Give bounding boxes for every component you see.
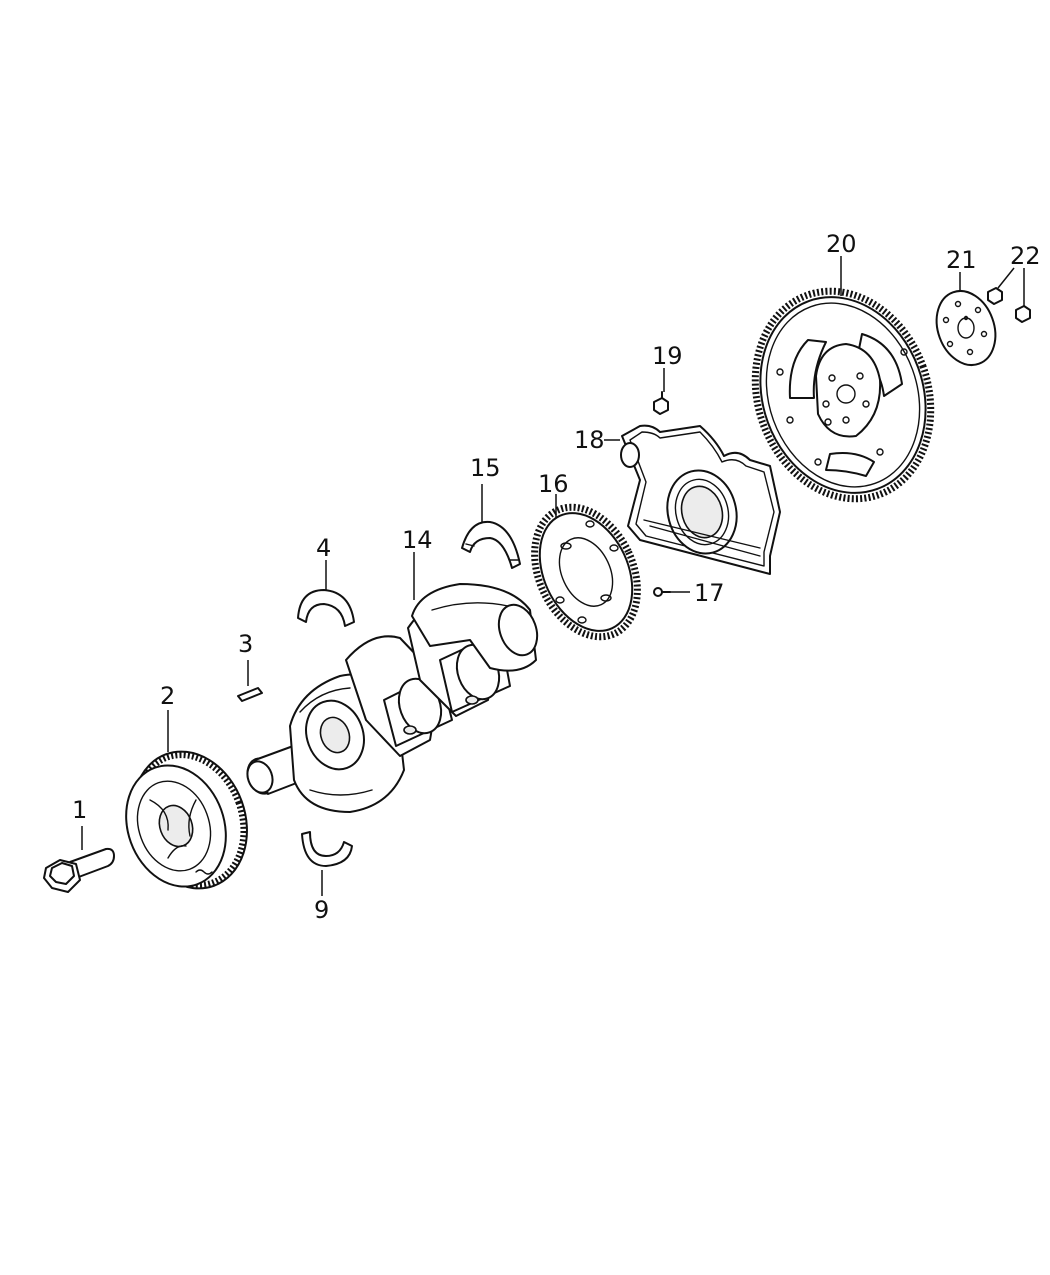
callout-18: 18: [574, 426, 605, 454]
part-14-crankshaft[interactable]: [243, 583, 544, 813]
callout-3: 3: [238, 630, 253, 658]
part-1-bolt[interactable]: [43, 847, 115, 893]
callout-1: 1: [72, 796, 87, 824]
part-4-bearing-upper[interactable]: [297, 589, 355, 627]
callout-14: 14: [402, 526, 433, 554]
part-3-key[interactable]: [237, 687, 263, 702]
callout-20: 20: [826, 230, 857, 258]
callout-16: 16: [538, 470, 569, 498]
callout-2: 2: [160, 682, 175, 710]
part-18-seal-retainer[interactable]: [620, 424, 781, 575]
part-19-bolt[interactable]: [653, 391, 669, 415]
part-2-damper-pulley[interactable]: [110, 735, 266, 904]
callout-21: 21: [946, 246, 977, 274]
part-22-bolts[interactable]: [987, 287, 1031, 323]
callout-15: 15: [470, 454, 501, 482]
part-21-reinforcement-plate[interactable]: [927, 283, 1006, 374]
part-9-bearing-lower[interactable]: [301, 831, 353, 867]
part-20-flexplate[interactable]: [727, 266, 959, 523]
callout-4: 4: [316, 534, 331, 562]
callout-9: 9: [314, 896, 329, 924]
part-17-bolt[interactable]: [653, 587, 671, 597]
callout-17: 17: [694, 579, 725, 607]
part-15-thrust-bearing[interactable]: [461, 520, 521, 569]
callout-22: 22: [1010, 242, 1041, 270]
callout-19: 19: [652, 342, 683, 370]
part-16-tone-wheel[interactable]: [515, 491, 658, 654]
